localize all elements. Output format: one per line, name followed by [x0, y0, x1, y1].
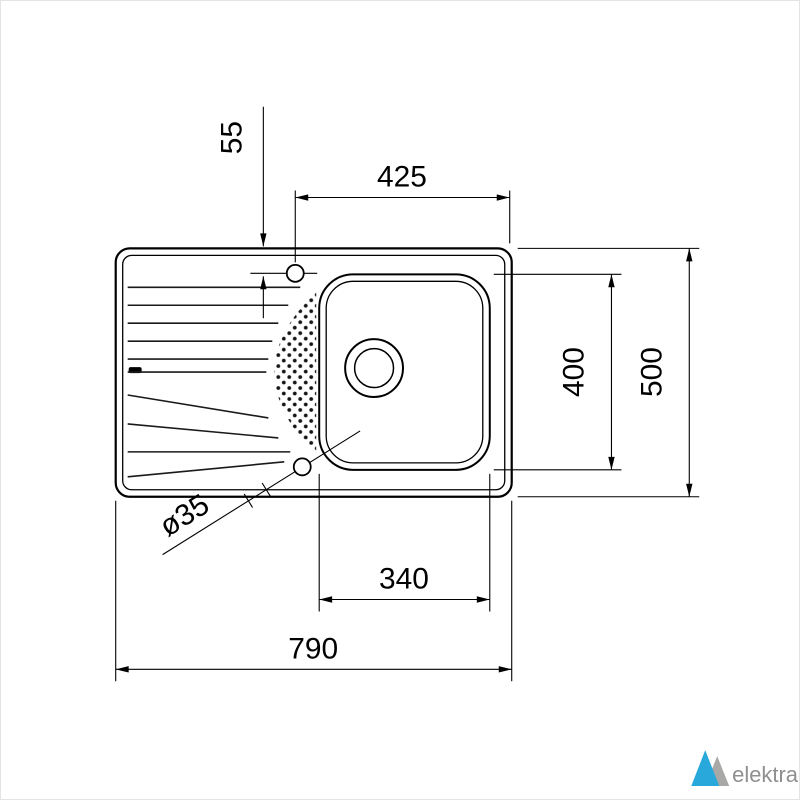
drain-hole	[353, 347, 395, 389]
tap-hole-bottom	[292, 457, 312, 477]
sink-body-outline	[114, 247, 513, 498]
dimension-400: 400	[493, 273, 622, 471]
leader-tick-2	[261, 482, 271, 497]
diameter-leader	[162, 430, 361, 556]
bowl-inner-edge	[325, 280, 484, 464]
dimension-425: 425	[294, 161, 511, 263]
tap-hole-top	[285, 263, 305, 283]
logo-mark-blue-triangle	[691, 750, 720, 787]
sink-inner-rim	[122, 254, 506, 491]
dimension-340-label: 340	[379, 563, 429, 596]
dimension-400-label: 400	[558, 347, 591, 397]
dimension-55: 55	[215, 106, 267, 319]
drain-flange	[344, 338, 404, 399]
sink-outer-edge	[114, 247, 513, 498]
dimension-340: 340	[318, 473, 491, 612]
dimension-500-label: 500	[635, 347, 668, 397]
bowl-outer-edge	[318, 273, 491, 471]
brand-logo: elektra	[691, 750, 799, 787]
dimension-500: 500	[517, 247, 700, 498]
dimension-55-label: 55	[215, 121, 248, 154]
dimension-425-label: 425	[377, 161, 427, 194]
logo-text: elektra	[732, 762, 799, 787]
drainer-grooves	[127, 286, 301, 478]
bowl	[318, 273, 491, 471]
dimension-790-label: 790	[288, 632, 338, 665]
dimension-790: 790	[115, 500, 513, 682]
leader-tick-1	[243, 493, 254, 508]
dots-texture	[274, 292, 317, 454]
